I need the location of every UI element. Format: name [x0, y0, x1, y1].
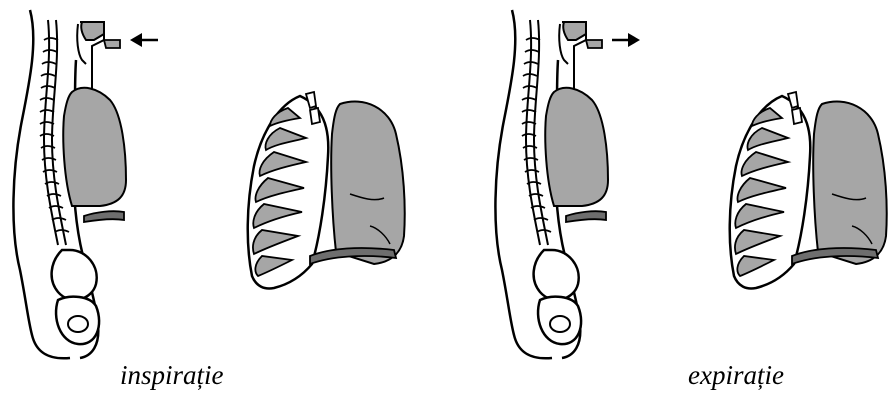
arrow-right-icon	[612, 33, 640, 47]
inspiration-ribcage-front-view	[248, 92, 405, 289]
inspiration-side-view	[13, 10, 126, 358]
expiration-ribcage-front-view	[730, 92, 887, 289]
arrow-left-icon	[130, 33, 158, 47]
expiration-side-view	[495, 10, 608, 358]
caption-inspiration: inspirație	[120, 360, 224, 391]
caption-expiration: expirație	[688, 360, 784, 391]
